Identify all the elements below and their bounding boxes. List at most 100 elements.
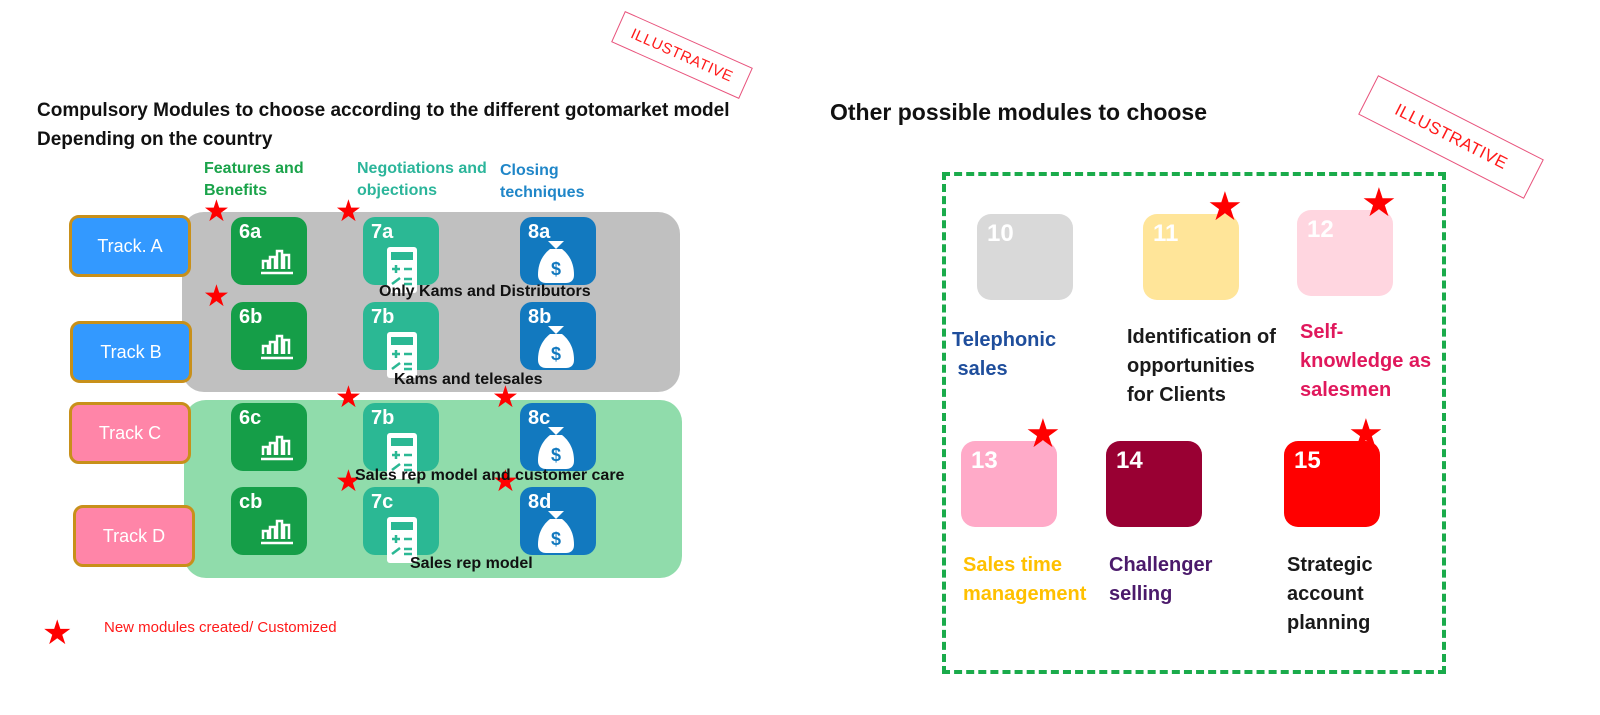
left-title-line1: Compulsory Modules to choose according t… [37, 100, 730, 121]
column-header-features: Features and Benefits [204, 158, 304, 202]
new-module-star-icon: ★ [203, 280, 230, 313]
money-bag-icon: $ [538, 326, 574, 368]
optional-module-title: Sales time management [963, 551, 1086, 609]
new-module-star-icon: ★ [492, 381, 519, 414]
optional-module-title: Self-knowledge as salesmen [1300, 318, 1431, 405]
title-line: Sales time [963, 554, 1062, 576]
title-line: Telephonic [952, 329, 1057, 351]
new-module-star-icon: ★ [492, 465, 519, 498]
optional-module-12[interactable]: 12 [1297, 210, 1393, 296]
new-module-star-icon: ★ [1025, 412, 1061, 456]
title-line: opportunities [1127, 355, 1255, 377]
title-line: Identification of [1127, 326, 1276, 348]
module-number: 10 [987, 220, 1014, 247]
new-module-star-icon: ★ [203, 195, 230, 228]
module-label: 7a [371, 221, 394, 243]
track-a[interactable]: Track. A [69, 215, 191, 277]
module-label: 7b [371, 306, 395, 328]
title-line: management [963, 583, 1087, 605]
new-module-star-icon: ★ [1207, 185, 1243, 229]
new-module-star-icon: ★ [335, 465, 362, 498]
illustrative-stamp-left: ILLUSTRATIVE [611, 10, 753, 100]
row-note-1: Only Kams and Distributors [379, 283, 591, 300]
calculator-icon [387, 517, 417, 563]
new-module-star-icon: ★ [335, 381, 362, 414]
left-title-line2: Depending on the country [37, 129, 273, 150]
module-tile-8d[interactable]: $8d [520, 487, 596, 555]
title-line: for Clients [1127, 384, 1226, 406]
optional-module-title: Challenger selling [1109, 551, 1212, 609]
module-label: 7c [371, 491, 394, 513]
module-tile-6a[interactable]: 6a [231, 217, 307, 285]
optional-module-title: Telephonic sales [952, 326, 1056, 384]
row-note-3: Sales rep model and customer care [355, 467, 625, 484]
right-title: Other possible modules to choose [830, 99, 1208, 125]
column-header-line: Closing [500, 162, 559, 179]
module-number: 15 [1294, 447, 1321, 474]
module-tile-7a[interactable]: 7a [363, 217, 439, 293]
column-header-closing: Closing techniques [500, 160, 584, 204]
column-header-line: Features and [204, 160, 304, 177]
module-tile-7b[interactable]: 7b [363, 302, 439, 378]
bar-chart-icon [261, 334, 293, 360]
bar-chart-icon [261, 249, 293, 275]
module-label: 8b [528, 306, 552, 328]
column-header-line: Negotiations and [357, 160, 487, 177]
title-line: selling [1109, 583, 1173, 605]
module-label: 8c [528, 407, 551, 429]
column-header-negotiations: Negotiations and objections [357, 158, 487, 202]
module-tile-8a[interactable]: $8a [520, 217, 596, 285]
module-label: 6a [239, 221, 262, 243]
svg-text:$: $ [551, 344, 561, 364]
new-module-star-icon: ★ [335, 195, 362, 228]
title-line: Challenger [1109, 554, 1213, 576]
module-tile-7b[interactable]: 7b [363, 403, 439, 479]
new-module-star-icon: ★ [1348, 412, 1384, 456]
bar-chart-icon [261, 519, 293, 545]
track-b[interactable]: Track B [70, 321, 192, 383]
module-number: 14 [1116, 447, 1143, 474]
new-module-star-icon: ★ [1361, 181, 1397, 225]
module-label: 6b [239, 306, 263, 328]
module-tile-8b[interactable]: $8b [520, 302, 596, 370]
track-d[interactable]: Track D [73, 505, 195, 567]
module-label: 8d [528, 491, 552, 513]
optional-modules-box [942, 172, 1446, 674]
calculator-icon [387, 247, 417, 293]
module-label: 7b [371, 407, 395, 429]
optional-module-11[interactable]: 11 [1143, 214, 1239, 300]
optional-module-title: Identification of opportunities for Client… [1127, 323, 1276, 410]
title-line: salesmen [1300, 379, 1392, 401]
column-header-line: Benefits [204, 182, 268, 199]
svg-text:$: $ [551, 259, 561, 279]
row-note-4: Sales rep model [410, 555, 533, 572]
column-header-line: objections [357, 182, 438, 199]
optional-module-13[interactable]: 13 [961, 441, 1057, 527]
bar-chart-icon [261, 435, 293, 461]
legend-star-icon: ★ [42, 614, 73, 652]
module-label: 6c [239, 407, 262, 429]
module-label: 8a [528, 221, 551, 243]
module-tile-8c[interactable]: $8c [520, 403, 596, 471]
title-line: Self- [1300, 321, 1344, 343]
legend-text: New modules created/ Customized [104, 619, 337, 636]
optional-module-15[interactable]: 15 [1284, 441, 1380, 527]
calculator-icon [387, 332, 417, 378]
title-line: knowledge as [1300, 350, 1432, 372]
track-c[interactable]: Track C [69, 402, 191, 464]
module-tile-cb[interactable]: cb [231, 487, 307, 555]
module-number: 11 [1153, 220, 1179, 247]
module-number: 12 [1307, 216, 1334, 243]
module-tile-6b[interactable]: 6b [231, 302, 307, 370]
svg-text:$: $ [551, 445, 561, 465]
money-bag-icon: $ [538, 241, 574, 283]
optional-module-14[interactable]: 14 [1106, 441, 1202, 527]
module-tile-6c[interactable]: 6c [231, 403, 307, 471]
optional-module-10[interactable]: 10 [977, 214, 1073, 300]
row-note-2: Kams and telesales [394, 371, 543, 388]
module-number: 13 [971, 447, 998, 474]
money-bag-icon: $ [538, 427, 574, 469]
title-line: planning [1287, 612, 1371, 634]
module-tile-7c[interactable]: 7c [363, 487, 439, 563]
